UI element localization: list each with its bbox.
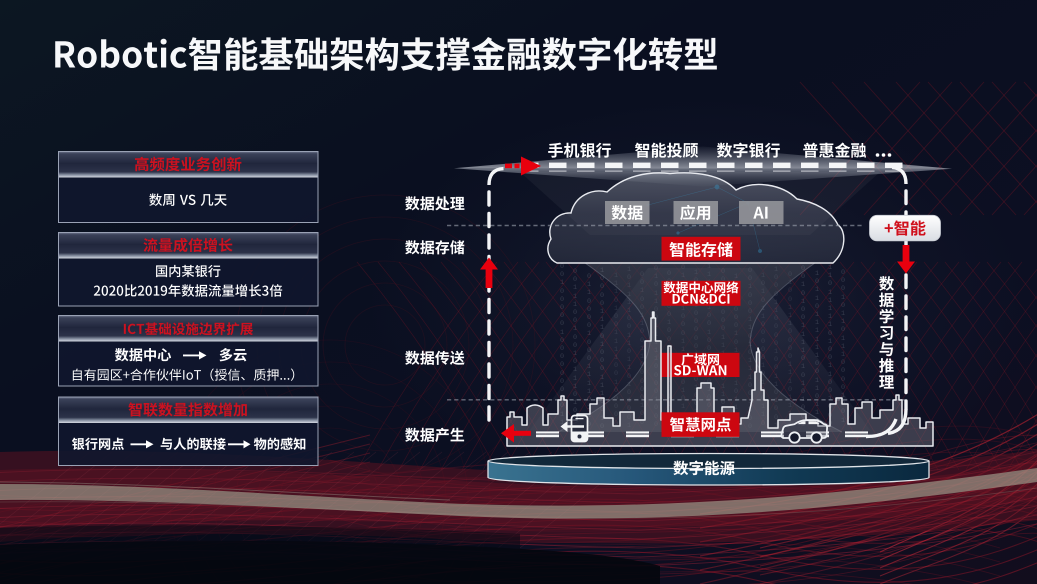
svg-text:0011100100101110101: 0011100100101110101 xyxy=(573,268,577,424)
svg-text:00101001111010101001: 00101001111010101001 xyxy=(801,265,805,429)
